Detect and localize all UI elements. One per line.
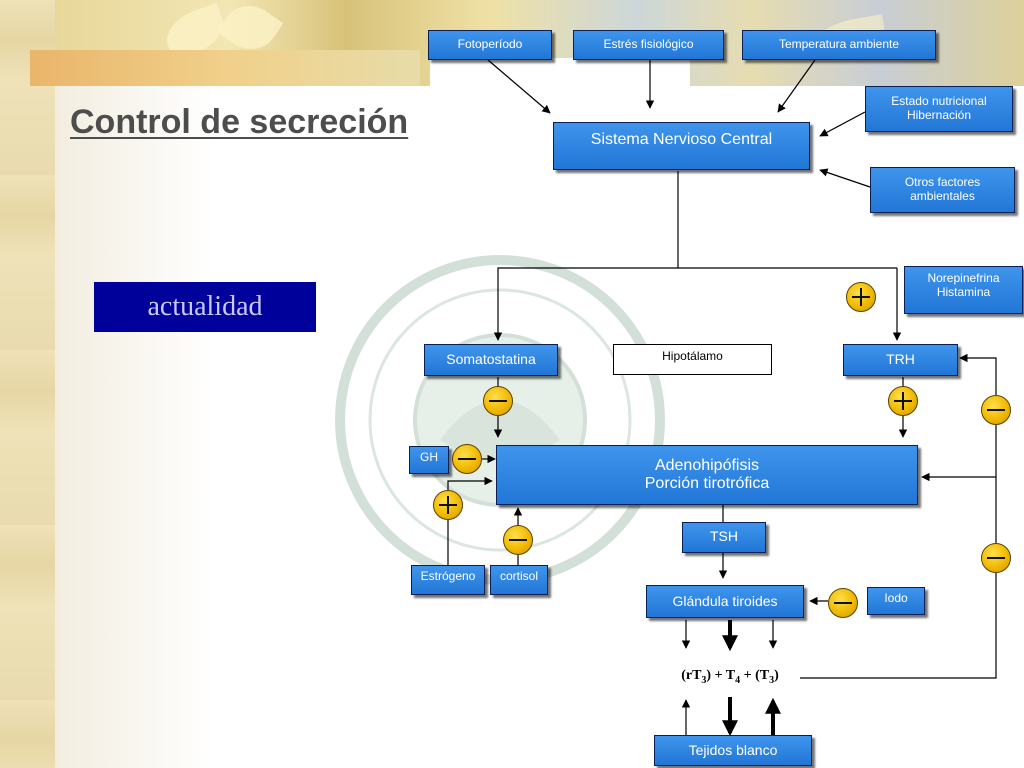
minus-sign-icon [828, 588, 858, 618]
minus-sign-icon [981, 395, 1011, 425]
node-label: ambientales [910, 189, 975, 203]
actualidad-button[interactable]: actualidad [94, 282, 316, 332]
thyroid-hormones-formula: (rT3) + T4 + (T3) [681, 668, 779, 686]
node-label: Hipotálamo [662, 349, 723, 363]
node-label: TRH [886, 351, 915, 367]
arrow-estado-snc [819, 111, 866, 137]
minus-sign-icon [483, 386, 513, 416]
node-sistema-nervioso-central: Sistema Nervioso Central [553, 122, 810, 170]
minus-sign-icon [981, 543, 1011, 573]
node-label: Somatostatina [446, 351, 536, 367]
node-fotoperiodo: Fotoperíodo [428, 30, 552, 60]
node-tsh: TSH [682, 522, 766, 553]
node-label: Sistema Nervioso Central [590, 131, 773, 148]
node-label: Temperatura ambiente [778, 37, 900, 52]
node-label: Hibernación [906, 108, 972, 122]
node-label: cortisol [499, 569, 538, 583]
page-title: Control de secreción [70, 103, 409, 141]
minus-sign-icon [452, 444, 482, 474]
node-label: Estado nutricional [891, 94, 987, 109]
node-tejidos-blanco: Tejidos blanco [654, 735, 812, 766]
node-label: Estrógeno [420, 569, 476, 583]
node-trh: TRH [843, 344, 958, 376]
arrow-otros-snc [819, 168, 871, 188]
plus-sign-icon [888, 386, 918, 416]
node-label: TSH [710, 528, 738, 544]
left-background-fade [55, 0, 215, 768]
plus-sign-icon [433, 490, 463, 520]
banner-white-area [430, 58, 690, 86]
node-iodo: Iodo [867, 587, 925, 615]
node-cortisol: cortisol [490, 565, 548, 595]
feedback-loop-line [800, 353, 997, 679]
node-label: Porción tirotrófica [644, 475, 770, 492]
node-temperatura-ambiente: Temperatura ambiente [742, 30, 936, 60]
node-estrogeno: Estrógeno [411, 565, 485, 595]
node-glandula-tiroides: Glándula tiroides [646, 585, 804, 618]
node-label: Estrés fisiológico [603, 37, 694, 52]
node-label: Norepinefrina [927, 271, 1000, 285]
arrow-estrogeno-adeno [447, 476, 493, 565]
node-label: GH [420, 450, 438, 464]
arrow-fotoperiodo-snc [487, 59, 551, 114]
node-label: Otros factores [904, 175, 981, 190]
arrow-snc-somatostatina [493, 267, 897, 341]
node-somatostatina: Somatostatina [424, 344, 558, 376]
node-label: Fotoperíodo [457, 37, 523, 52]
plus-sign-icon [846, 282, 876, 312]
banner-lower-band [30, 50, 420, 86]
node-label: Tejidos blanco [688, 742, 778, 759]
node-label: Adenohipófisis [654, 456, 760, 474]
node-estres-fisiologico: Estrés fisiológico [573, 30, 724, 60]
node-gh: GH [409, 446, 449, 474]
arrow-temperatura-snc [777, 59, 816, 113]
minus-sign-icon [503, 525, 533, 555]
node-label: Iodo [884, 591, 908, 605]
node-label: Glándula tiroides [672, 593, 778, 610]
node-label: Histamina [936, 284, 991, 299]
node-hipotalamo: Hipotálamo [613, 344, 772, 375]
